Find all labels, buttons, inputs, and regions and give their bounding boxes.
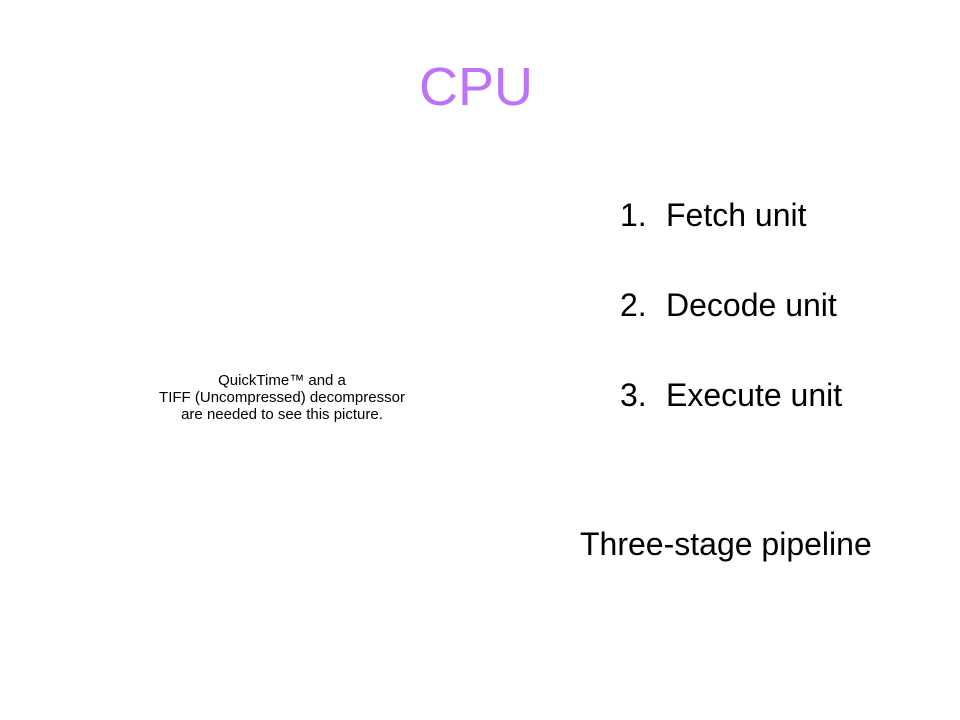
- placeholder-line: QuickTime™ and a: [218, 372, 346, 389]
- slide-title: CPU: [418, 57, 533, 117]
- image-placeholder: QuickTime™ and a TIFF (Uncompressed) dec…: [132, 372, 432, 423]
- stage-label: Fetch unit: [666, 197, 807, 233]
- pipeline-stage-list: 1. Fetch unit 2. Decode unit 3. Execute uni…: [620, 192, 842, 462]
- stage-item-decode: 2. Decode unit: [620, 282, 842, 372]
- stage-number: 2.: [620, 287, 647, 323]
- stage-label: Execute unit: [666, 377, 843, 413]
- stage-label: Decode unit: [666, 287, 837, 323]
- stage-item-execute: 3. Execute unit: [620, 372, 842, 462]
- stage-number: 3.: [620, 377, 647, 413]
- pipeline-caption: Three-stage pipeline: [580, 526, 872, 562]
- stage-item-fetch: 1. Fetch unit: [620, 192, 842, 282]
- stage-number: 1.: [620, 197, 647, 233]
- placeholder-line: TIFF (Uncompressed) decompressor: [159, 389, 405, 406]
- placeholder-line: are needed to see this picture.: [181, 406, 383, 423]
